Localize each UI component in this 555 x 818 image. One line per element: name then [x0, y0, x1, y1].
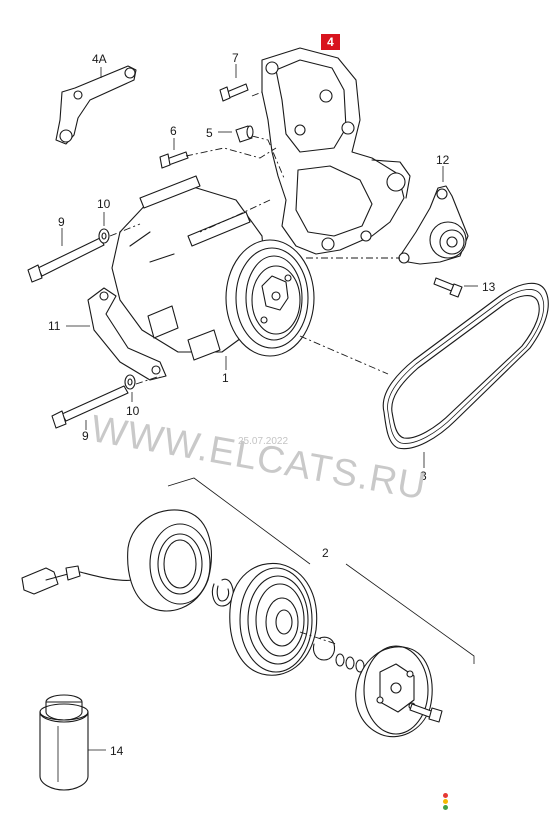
part-14-can[interactable]	[39, 694, 106, 791]
clutch-bolt[interactable]	[409, 703, 443, 723]
label-5: 5	[206, 126, 213, 140]
label-3: 3	[420, 469, 427, 483]
part-2-group-bracket	[167, 477, 475, 664]
label-11: 11	[48, 319, 61, 333]
label-7: 7	[232, 51, 239, 65]
watermark-date: 25.07.2022	[238, 436, 289, 447]
label-14: 14	[110, 744, 124, 758]
label-10-upper: 10	[97, 197, 111, 211]
label-6: 6	[170, 124, 177, 138]
part-13-bolt[interactable]	[433, 277, 478, 298]
part-9-upper-bolt[interactable]	[27, 228, 105, 283]
part-6-bolt[interactable]	[159, 138, 189, 169]
part-11-bracket-plate[interactable]	[66, 287, 167, 381]
label-2: 2	[322, 546, 329, 560]
label-12: 12	[436, 153, 450, 167]
part-labels: 4A 7 5 6 12 10 9 11 1 13 10 9 3 2 14	[48, 51, 496, 758]
part-3-poly-v-belt[interactable]	[382, 282, 549, 468]
part-12-tensioner[interactable]	[398, 166, 469, 265]
part-1-compressor[interactable]	[111, 175, 315, 370]
part-10-upper-washer[interactable]	[98, 212, 110, 244]
status-dots	[443, 793, 449, 811]
label-4a: 4A	[92, 52, 107, 66]
assembly-centerlines-upper	[109, 91, 400, 385]
status-dot-green	[443, 805, 448, 810]
part-4-mounting-bracket[interactable]	[261, 47, 411, 255]
circlip-and-shims[interactable]	[312, 636, 365, 673]
diagram-number-badge: 4	[321, 34, 340, 50]
clutch-coil[interactable]	[21, 509, 212, 612]
label-9-upper: 9	[58, 215, 65, 229]
label-10-lower: 10	[126, 404, 140, 418]
clutch-plate[interactable]	[355, 645, 433, 738]
label-9-lower: 9	[82, 429, 89, 443]
snap-ring[interactable]	[211, 578, 234, 607]
label-1: 1	[222, 371, 229, 385]
part-9-lower-bolt[interactable]	[51, 385, 129, 430]
part-4a-bracket-arm[interactable]	[55, 65, 137, 145]
status-dot-red	[443, 793, 448, 798]
part-5-sleeve[interactable]	[218, 125, 254, 143]
status-dot-yellow	[443, 799, 448, 804]
label-13: 13	[482, 280, 496, 294]
clutch-pulley[interactable]	[229, 562, 337, 676]
part-10-lower-washer[interactable]	[124, 374, 136, 402]
part-7-bolt[interactable]	[219, 64, 249, 102]
